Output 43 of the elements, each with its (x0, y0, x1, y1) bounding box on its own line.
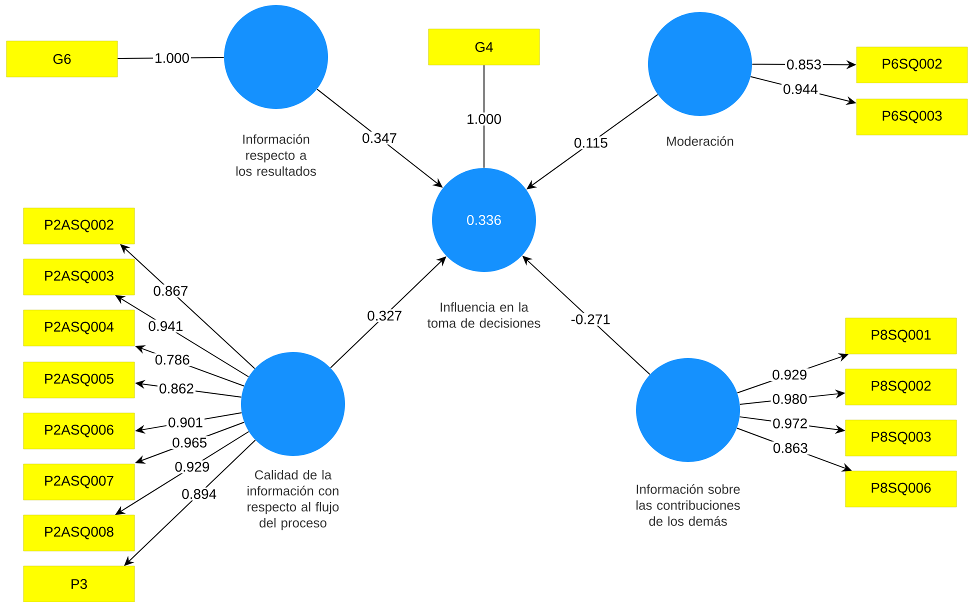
construct-label: Influencia en la toma de decisiones (427, 302, 540, 328)
edge-label: 0.863 (771, 442, 810, 454)
edge-label: 0.901 (166, 416, 205, 429)
edge-label: 0.347 (360, 132, 399, 145)
edge-label: 0.929 (770, 368, 809, 382)
indicator-box: P2ASQ005 (23, 362, 135, 398)
indicator-box: G4 (428, 28, 540, 66)
edge-label: 0.327 (366, 309, 404, 322)
edge-label: 0.980 (770, 392, 809, 406)
indicator-box: P8SQ006 (845, 470, 957, 508)
arrow (120, 244, 256, 370)
arrow (124, 440, 256, 566)
indicator-box: P2ASQ004 (23, 310, 135, 346)
edge-label: 0.944 (782, 82, 820, 96)
indicator-box: P2ASQ006 (23, 412, 135, 450)
construct-label: Moderación (667, 136, 734, 146)
indicator-box: P6SQ003 (856, 98, 968, 136)
indicator-box: P2ASQ007 (23, 464, 135, 500)
edge-label: 0.853 (785, 58, 824, 71)
edge-label: 1.000 (465, 112, 504, 126)
indicator-box: P3 (23, 566, 135, 602)
indicator-box: G6 (6, 40, 118, 78)
edge-label: 0.862 (158, 382, 196, 395)
edge-label: 0.115 (572, 136, 610, 150)
indicator-box: P8SQ001 (845, 318, 957, 354)
construct-label: Información sobre las contribuciones de los demás (636, 484, 740, 526)
indicator-box: P2ASQ008 (23, 514, 135, 552)
edge-label: 0.972 (771, 416, 810, 430)
edge-label: 0.894 (180, 488, 218, 500)
indicator-box: P2ASQ003 (23, 258, 135, 296)
indicator-box: P6SQ002 (856, 46, 968, 84)
edge-label: 0.965 (170, 436, 209, 450)
edge-label: -0.271 (569, 312, 612, 326)
edge-label: 0.929 (173, 460, 212, 474)
indicator-box: P8SQ002 (845, 368, 957, 406)
construct-label: Información respecto a los resultados (236, 134, 316, 176)
indicator-box: P8SQ003 (845, 420, 957, 456)
edge-label: 0.941 (146, 320, 185, 333)
edge-label: 1.000 (152, 52, 192, 64)
edge-label: 0.867 (152, 284, 190, 298)
indicator-box: P2ASQ002 (23, 208, 135, 244)
construct-label: Calidad de la información con respecto al flujo del proceso (248, 470, 339, 530)
edge-label: 0.786 (153, 353, 192, 366)
